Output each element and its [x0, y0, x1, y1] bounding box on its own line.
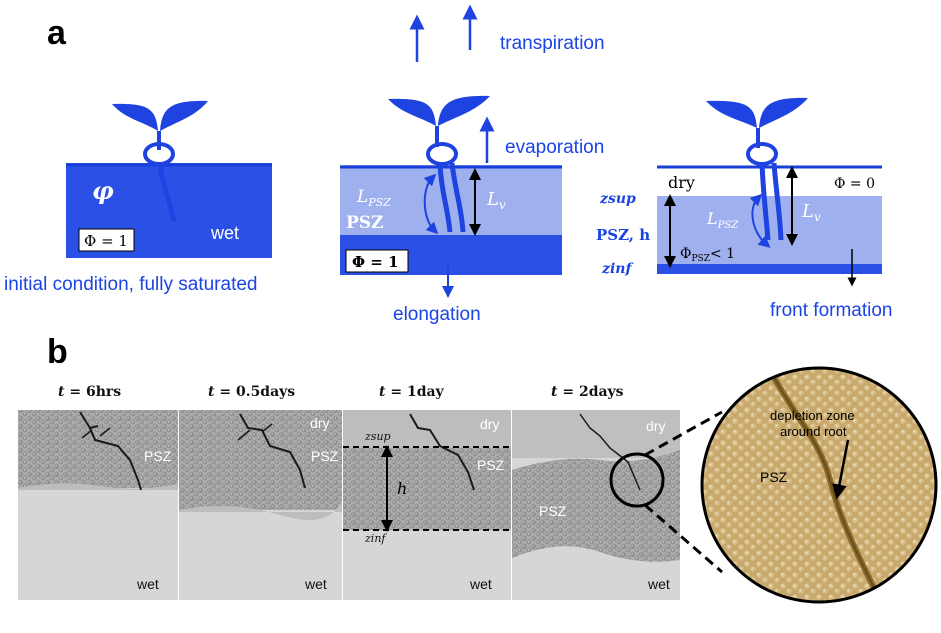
- psz-h-label: PSZ, h: [596, 226, 650, 244]
- depletion-zone-label-1: depletion zone: [770, 408, 855, 423]
- z-sup-label-photo3: zsup: [364, 430, 391, 443]
- micrograph-0.5days: dry PSZ wet: [179, 410, 342, 600]
- z-inf-label: zinf: [601, 261, 634, 277]
- psz-label-photo4: PSZ: [539, 503, 567, 519]
- sprout-icon: [388, 95, 490, 233]
- phi-eq-1-label-b: Φ = 1: [352, 253, 399, 271]
- psz-label-photo3: PSZ: [477, 457, 505, 473]
- panel-b-label: b: [47, 333, 68, 371]
- h-label-photo3: h: [397, 479, 407, 498]
- wet-label-initial: wet: [210, 223, 239, 243]
- l-psz-arrow: [423, 173, 439, 235]
- phi-eq-1-label: Φ = 1: [84, 232, 128, 250]
- sprout-icon: [112, 100, 208, 223]
- psz-label-zoom: PSZ: [760, 469, 788, 485]
- z-sup-label: zsup: [599, 191, 636, 207]
- wet-label-photo3: wet: [469, 576, 492, 592]
- transpiration-label: transpiration: [500, 33, 605, 54]
- wet-label-photo2: wet: [304, 576, 327, 592]
- front-formation-label: front formation: [770, 300, 893, 321]
- zoom-connector-lines: [644, 410, 723, 574]
- dry-label-front: dry: [668, 173, 695, 192]
- l-psz-label: LPSZ: [356, 187, 391, 209]
- panel-a-label: a: [47, 14, 67, 52]
- dry-label-photo4: dry: [646, 418, 665, 434]
- l-v-label: Lv: [486, 189, 506, 212]
- time-label-3: t = 1day: [379, 384, 445, 400]
- phi-box-evaporation: Φ = 1: [345, 249, 409, 273]
- micrograph-1day: h zsup zinf dry PSZ wet: [343, 410, 511, 600]
- elongation-label: elongation: [393, 304, 481, 325]
- initial-condition-label: initial condition, fully saturated: [4, 274, 257, 295]
- psz-label-photo1: PSZ: [144, 448, 172, 464]
- z-inf-label-photo3: zinf: [364, 532, 387, 545]
- zoom-inset: depletion zone around root PSZ: [700, 366, 938, 604]
- dry-label-photo3: dry: [480, 416, 499, 432]
- phi-variable: φ: [92, 176, 114, 205]
- phi-psz-label: ΦPSZ< 1: [680, 246, 735, 264]
- l-psz-label-front: LPSZ: [706, 209, 739, 231]
- time-label-4: t = 2days: [551, 384, 624, 400]
- l-v-label-front: Lv: [801, 201, 821, 224]
- wet-label-photo4: wet: [647, 576, 670, 592]
- micrograph-6hrs: PSZ wet: [18, 410, 178, 600]
- wet-label-photo1: wet: [136, 576, 159, 592]
- micrograph-2days: dry PSZ wet: [512, 410, 680, 600]
- time-label-1: t = 6hrs: [58, 384, 121, 400]
- evaporation-label: evaporation: [505, 137, 604, 158]
- depletion-zone-label-2: around root: [780, 424, 847, 439]
- sprout-icon: [706, 97, 808, 241]
- time-label-2: t = 0.5days: [208, 384, 295, 400]
- dry-label-photo2: dry: [310, 415, 329, 431]
- psz-label-photo2: PSZ: [311, 448, 339, 464]
- phi-box-initial: Φ = 1: [78, 228, 135, 252]
- transpiration-arrows: [409, 4, 478, 62]
- phi-eq-0-label: Φ = 0: [834, 176, 875, 192]
- l-psz-arrow-front: [749, 193, 771, 248]
- psz-label-evaporation: PSZ: [346, 213, 383, 233]
